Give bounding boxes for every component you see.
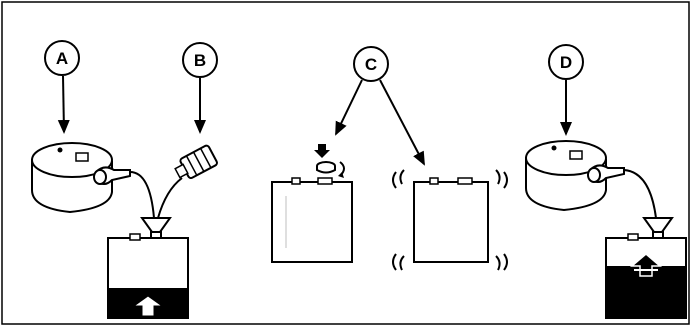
- arrow-c-right: [379, 79, 425, 166]
- callout-d-label: D: [560, 53, 572, 72]
- fuel-tank-2-icon: [271, 177, 353, 263]
- pour-stream-a: [129, 171, 155, 219]
- oil-can-d-icon: [525, 140, 625, 212]
- oil-can-a-icon: [31, 142, 131, 214]
- fuel-tank-3-shaking-icon: [392, 169, 508, 271]
- fuel-tank-4-full-icon: [605, 217, 687, 319]
- callout-c-label: C: [365, 55, 377, 74]
- cap-tighten-icon: [314, 144, 345, 178]
- arrow-a: [57, 75, 70, 134]
- additive-bottle-b-icon: [174, 144, 218, 179]
- callout-b-label: B: [194, 51, 206, 70]
- fuel-tank-1-icon: [107, 217, 189, 319]
- callout-a: A: [44, 40, 80, 76]
- pour-stream-b: [157, 177, 183, 219]
- pour-stream-d: [623, 169, 657, 219]
- callout-b: B: [182, 42, 218, 78]
- arrow-c-left: [335, 79, 363, 136]
- callout-d: D: [548, 44, 584, 80]
- callout-a-label: A: [56, 49, 68, 68]
- callout-c: C: [353, 46, 389, 82]
